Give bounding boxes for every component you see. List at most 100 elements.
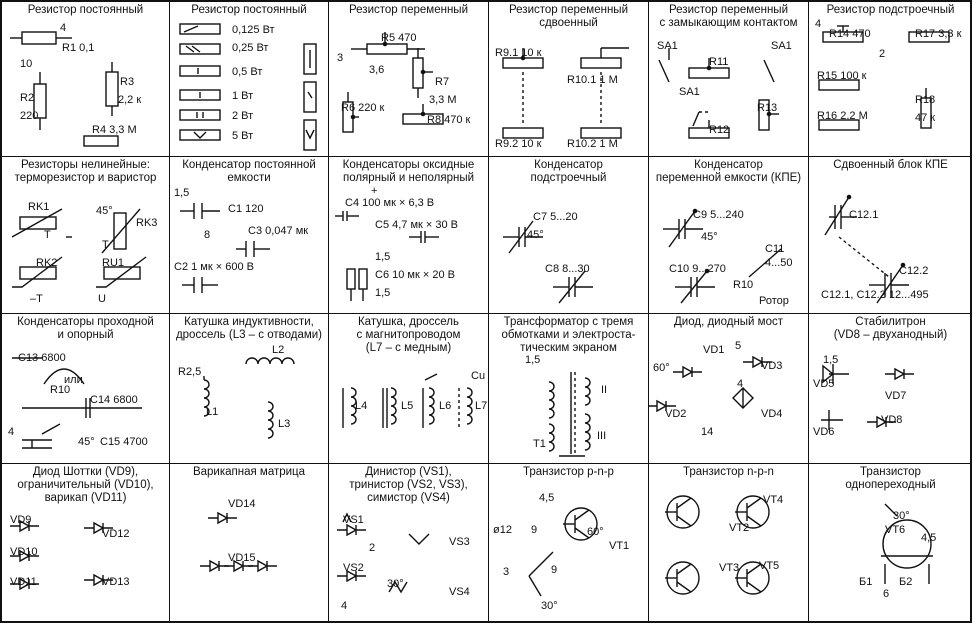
designator-label: L5 xyxy=(401,400,414,412)
designator-label: R10 xyxy=(733,279,754,291)
schematic-symbol-drawing xyxy=(180,203,270,293)
symbol-cell: Катушка индуктивности, дроссель (L3 – с … xyxy=(170,314,329,464)
designator-label: 9 xyxy=(551,564,558,576)
symbol-cell: Резистор переменный с замыкающим контакт… xyxy=(649,2,809,157)
designator-label: C9 5...240 xyxy=(693,209,744,221)
designator-label: VD6 xyxy=(813,426,835,438)
designator-label: II xyxy=(601,384,608,396)
designator-label: 1,5 xyxy=(823,354,839,366)
designator-label: 9 xyxy=(531,524,538,536)
designator-label: R10.2 1 М xyxy=(567,138,618,150)
symbol-cell: Трансформатор с тремя обмотками и электр… xyxy=(489,314,649,464)
designator-label: или xyxy=(64,374,83,386)
cell-title: Конденсаторы оксидные полярный и неполяр… xyxy=(342,159,475,184)
designator-label: R2,5 xyxy=(178,366,202,378)
schematic-symbol-drawing xyxy=(528,507,598,597)
designator-label: 5 xyxy=(735,340,742,352)
designator-label: Ротор xyxy=(759,295,789,307)
designator-label: 4 xyxy=(8,426,15,438)
designator-label: C11 xyxy=(765,243,785,255)
designator-label: Б2 xyxy=(899,576,913,588)
designator-label: R18 xyxy=(915,94,936,106)
schematic-symbol-drawing xyxy=(337,512,430,594)
designator-label: 10 xyxy=(20,58,33,70)
designator-label: ø12 xyxy=(493,524,512,536)
designator-label: 4...50 xyxy=(765,257,793,269)
symbol-cell: Диод Шоттки (VD9), ограничительный (VD10… xyxy=(2,464,170,623)
designator-label: 3,6 xyxy=(369,64,385,76)
schematic-symbol-drawing xyxy=(12,357,142,449)
designator-label: 60° xyxy=(653,362,670,374)
designator-label: R4 3,3 М xyxy=(92,124,137,136)
designator-label: 14 xyxy=(701,426,714,438)
cell-title: Диод, диодный мост xyxy=(674,316,783,328)
schematic-symbol-drawing xyxy=(203,357,295,439)
designator-label: VD1 xyxy=(703,344,725,356)
cell-title: Сдвоенный блок КПЕ xyxy=(833,159,948,171)
designator-label: VD9 xyxy=(10,514,32,526)
schematic-symbol-drawing xyxy=(502,47,629,139)
designator-label: VD7 xyxy=(885,390,907,402)
designator-label: R3 xyxy=(120,76,135,88)
designator-label: L2 xyxy=(272,344,285,356)
designator-label: VT5 xyxy=(759,560,780,572)
designator-label: C14 6800 xyxy=(90,394,138,406)
schematic-symbol-drawing xyxy=(11,208,147,288)
schematic-symbol-drawing xyxy=(663,208,782,304)
designator-label: R13 xyxy=(757,102,778,114)
symbol-cell: Конденсаторы оксидные полярный и неполяр… xyxy=(329,157,489,314)
schematic-symbol-drawing xyxy=(10,31,119,147)
designator-label: C8 8...30 xyxy=(545,263,590,275)
designator-label: 3,3 М xyxy=(429,94,457,106)
cell-title: Конденсатор постоянной емкости xyxy=(182,159,316,184)
designator-label: 220 xyxy=(20,110,39,122)
designator-label: 0,5 Вт xyxy=(232,66,263,78)
designator-label: L4 xyxy=(355,400,368,412)
cell-title: Резистор переменный сдвоенный xyxy=(509,4,628,29)
cell-title: Резистор переменный xyxy=(349,4,468,16)
designator-label: C10 9...270 xyxy=(669,263,726,275)
designator-label: C6 10 мк × 20 В xyxy=(375,269,455,281)
designator-label: 47 к xyxy=(915,112,936,124)
cell-title: Транзистор n-p-n xyxy=(683,466,774,478)
designator-label: 0,25 Вт xyxy=(232,42,269,54)
schematic-symbol-drawing xyxy=(818,25,950,131)
designator-label: 4,5 xyxy=(921,532,937,544)
designator-label: R1 0,1 xyxy=(62,42,95,54)
designator-label: 3 xyxy=(337,52,344,64)
designator-label: VD8 xyxy=(881,414,903,426)
designator-label: R9.2 10 к xyxy=(495,138,542,150)
designator-label: 1,5 xyxy=(174,187,190,199)
designator-label: VD13 xyxy=(102,576,130,588)
designator-label: R11 xyxy=(709,56,729,68)
designator-label: 2 Вт xyxy=(232,110,254,122)
designator-label: C1 120 xyxy=(228,203,264,215)
cell-title: Резисторы нелинейные: терморезистор и ва… xyxy=(14,159,157,184)
designator-label: VT3 xyxy=(719,562,740,574)
designator-label: C2 1 мк × 600 В xyxy=(174,261,254,273)
designator-label: VD14 xyxy=(228,498,256,510)
cell-title: Конденсатор подстроечный xyxy=(530,159,607,184)
designator-label: C13 6800 xyxy=(18,352,66,364)
designator-label: T1 xyxy=(533,438,546,450)
designator-label: RK3 xyxy=(136,217,158,229)
designator-label: Cu xyxy=(471,370,486,382)
cell-title: Динистор (VS1), тринистор (VS2, VS3), си… xyxy=(349,466,468,504)
symbol-cell: Резисторы нелинейные: терморезистор и ва… xyxy=(2,157,170,314)
schematic-symbol-drawing xyxy=(200,511,277,573)
designator-label: R10 xyxy=(50,384,71,396)
designator-label: C12.1, C12.2 12...495 xyxy=(821,289,929,301)
designator-label: R8 470 к xyxy=(427,114,471,126)
schematic-symbol-drawing xyxy=(665,495,770,595)
designator-label: –T xyxy=(30,293,43,305)
cell-title: Резистор постоянный xyxy=(27,4,144,16)
designator-label: 30° xyxy=(893,510,910,522)
designator-label: 2 xyxy=(879,48,886,60)
